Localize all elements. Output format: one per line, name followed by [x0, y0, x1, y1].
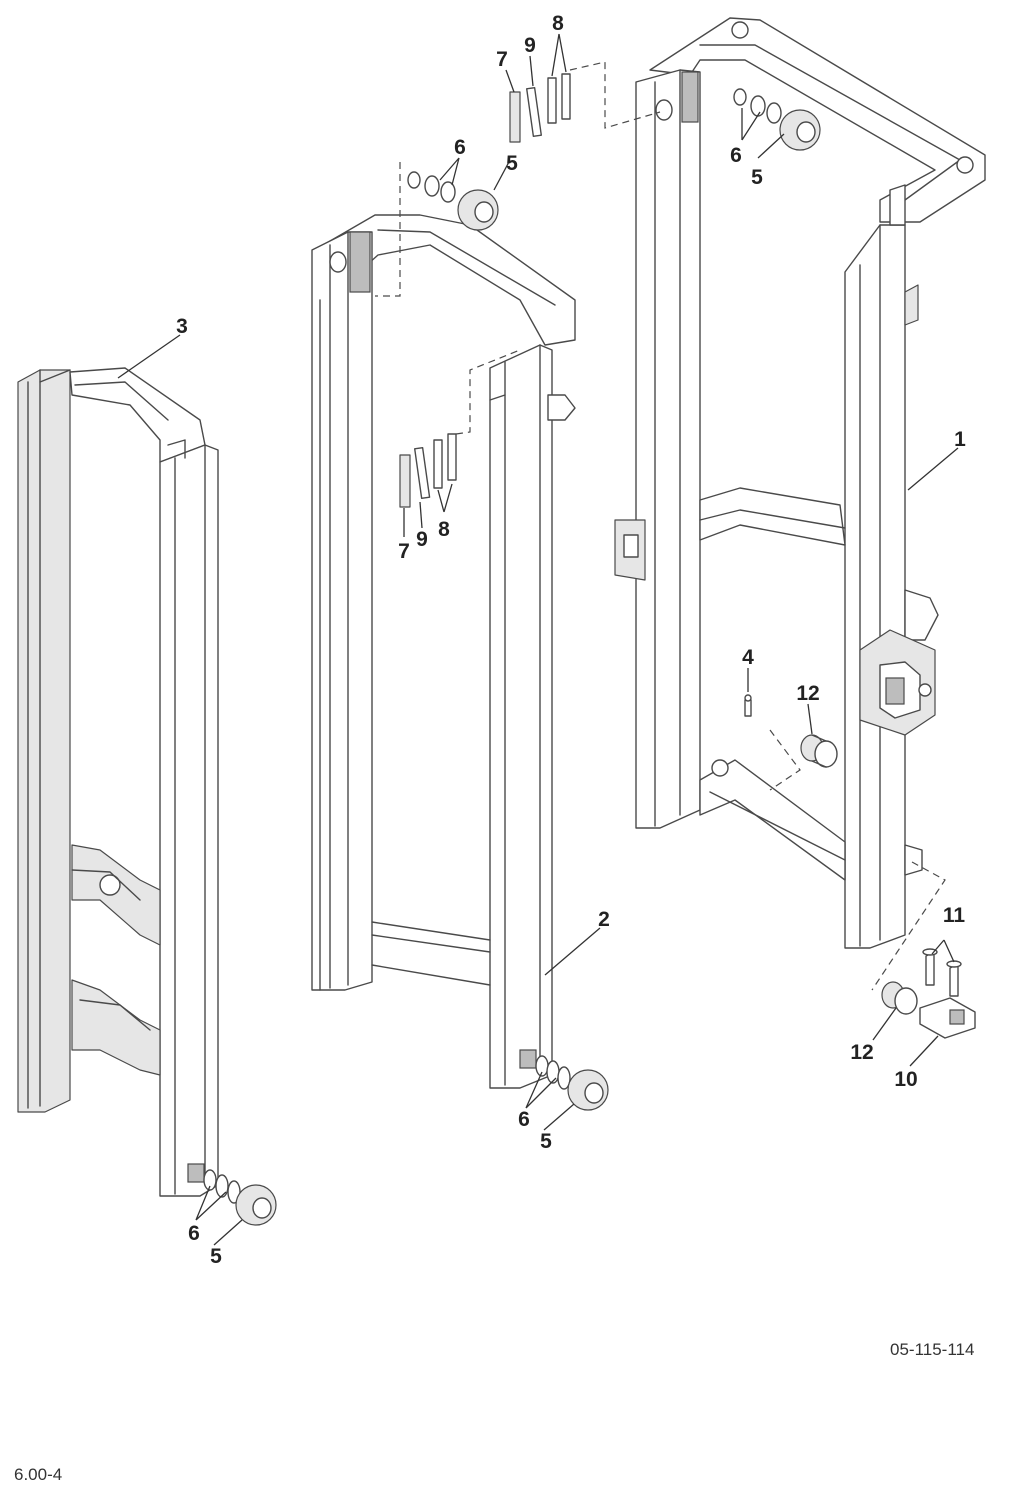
- callout-5-top-mid: 5: [506, 152, 518, 175]
- drawing-number: 05-115-114: [890, 1340, 974, 1359]
- assembly-dashes: [375, 61, 946, 991]
- callout-2: 2: [598, 908, 610, 931]
- callout-7-mid: 7: [398, 540, 410, 563]
- callout-10: 10: [894, 1068, 917, 1091]
- leader-lines: [117, 33, 959, 1246]
- callout-9-top: 9: [524, 34, 536, 57]
- callout-6-bottom-mid: 6: [518, 1108, 530, 1131]
- callout-8-top: 8: [552, 12, 564, 35]
- outer-mast-assembly: [614, 17, 986, 1039]
- callout-5-bottom-mid: 5: [540, 1130, 552, 1153]
- intermediate-mast-assembly: [311, 214, 609, 1111]
- callout-8-mid: 8: [438, 518, 450, 541]
- mid-shims: [399, 433, 457, 508]
- callout-3: 3: [176, 315, 188, 338]
- callout-12-upper: 12: [796, 682, 819, 705]
- callout-11: 11: [943, 904, 966, 927]
- inner-mast-assembly: [17, 367, 277, 1226]
- top-mid-roller: [407, 171, 499, 231]
- top-shims: [509, 73, 571, 143]
- callout-4: 4: [742, 646, 754, 669]
- callout-5-top-right: 5: [751, 166, 763, 189]
- callout-9-mid: 9: [416, 528, 428, 551]
- callout-5-bottom-left: 5: [210, 1245, 222, 1268]
- callout-6-top-right: 6: [730, 144, 742, 167]
- callout-7-top: 7: [496, 48, 508, 71]
- callout-1: 1: [954, 428, 966, 451]
- callout-6-top-mid: 6: [454, 136, 466, 159]
- callout-labels: 1 2 3 4 5 6 5 6 7 9 8 7 9 8 12 11 12 10 …: [176, 12, 966, 1268]
- callout-6-bottom-left: 6: [188, 1222, 200, 1245]
- page-number: 6.00-4: [14, 1465, 62, 1484]
- callout-12-lower: 12: [850, 1041, 873, 1064]
